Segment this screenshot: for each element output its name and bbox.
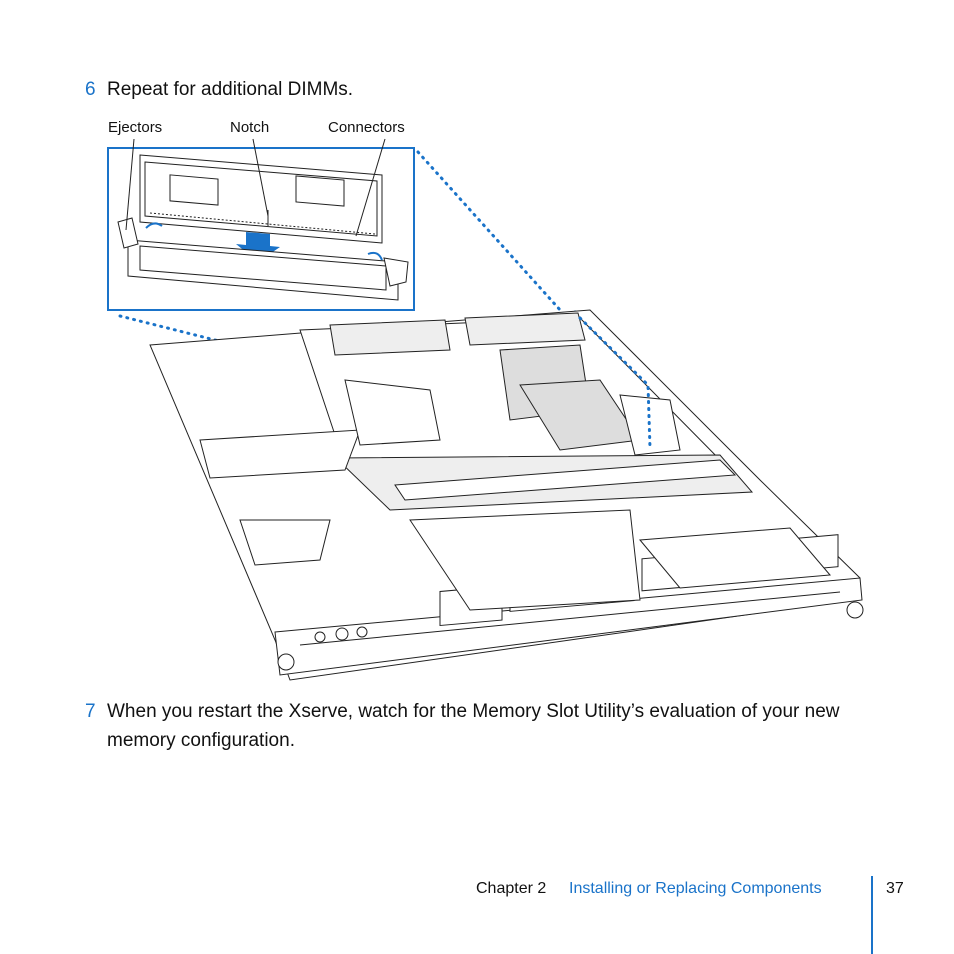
dimm-module-drawing [139, 154, 383, 244]
step-text: Repeat for additional DIMMs. [107, 79, 354, 100]
dimm-slot-drawing [117, 217, 409, 301]
footer-divider [871, 876, 873, 954]
footer-chapter-title: Installing or Replacing Components [569, 880, 822, 897]
step-number: 7 [85, 701, 96, 722]
callout-notch: Notch [230, 119, 270, 136]
step-number: 6 [85, 79, 96, 100]
callout-ejectors: Ejectors [108, 119, 163, 136]
xserve-chassis-drawing [149, 309, 864, 681]
step-text: When you restart the Xserve, watch for t… [107, 701, 840, 751]
page-number: 37 [886, 880, 904, 897]
step-7: 7 When you restart the Xserve, watch for… [85, 697, 885, 757]
callout-connectors: Connectors [328, 119, 405, 136]
step-6: 6 Repeat for additional DIMMs. [85, 75, 585, 105]
footer-chapter: Chapter 2 [476, 880, 547, 897]
dimm-inset [107, 138, 415, 311]
